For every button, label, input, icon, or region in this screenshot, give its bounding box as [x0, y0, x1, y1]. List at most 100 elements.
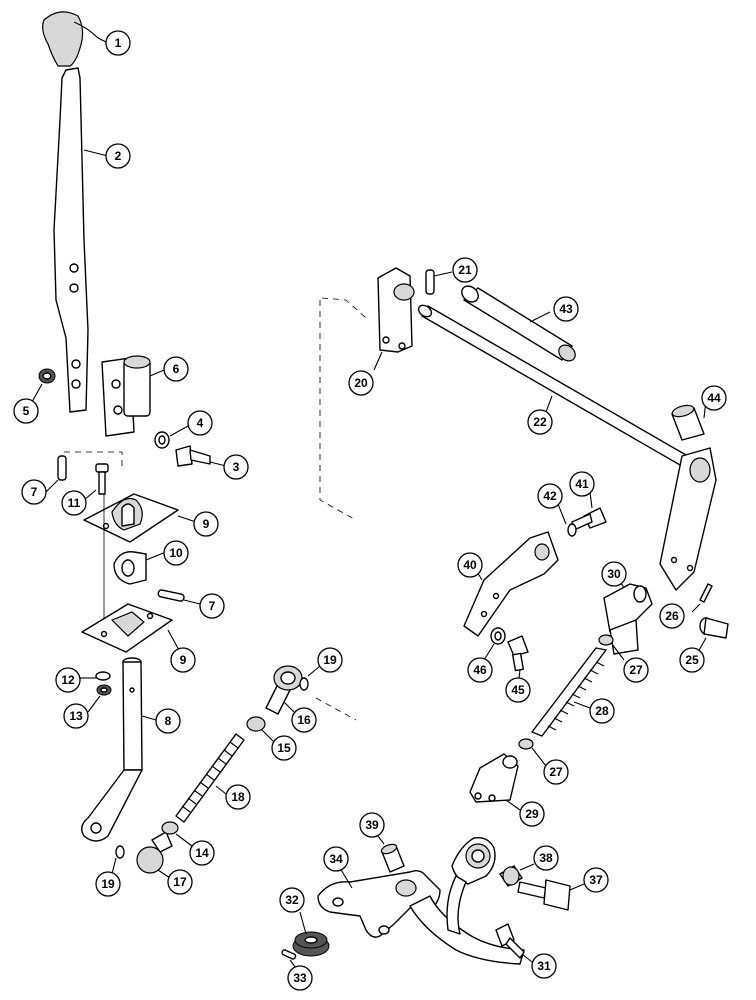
part-38-bush	[499, 863, 535, 887]
svg-text:9: 9	[203, 517, 210, 531]
svg-text:17: 17	[173, 875, 187, 889]
svg-text:39: 39	[365, 818, 379, 832]
svg-text:7: 7	[31, 485, 38, 499]
svg-text:15: 15	[277, 741, 291, 755]
callout-1: 1	[105, 30, 131, 56]
callout-17: 17	[167, 869, 193, 895]
part-34-bell-crank	[317, 837, 525, 965]
svg-text:45: 45	[511, 683, 525, 697]
part-28-threaded-rod	[531, 647, 607, 737]
part-37-bolt	[517, 879, 585, 911]
svg-text:2: 2	[115, 149, 122, 163]
svg-text:21: 21	[458, 263, 472, 277]
part-26-split-pin	[691, 583, 713, 613]
svg-text:43: 43	[559, 302, 573, 316]
callout-15: 15	[271, 735, 297, 761]
callout-20: 20	[348, 370, 374, 396]
part-3-bolt	[175, 445, 227, 467]
svg-text:19: 19	[323, 653, 337, 667]
callout-18: 18	[225, 784, 251, 810]
part-19-circlip-right	[299, 665, 321, 691]
part-33-pin	[281, 949, 297, 969]
callout-5: 5	[13, 398, 39, 424]
callout-16: 16	[291, 707, 317, 733]
part-13-nut	[87, 684, 112, 713]
callout-9a: 9	[193, 511, 219, 537]
callout-42: 42	[537, 483, 563, 509]
callout-43: 43	[553, 296, 579, 322]
svg-text:6: 6	[173, 362, 180, 376]
part-5-bush	[31, 368, 56, 403]
callout-26: 26	[659, 603, 685, 629]
part-16-rod-end	[265, 665, 303, 715]
svg-text:9: 9	[180, 653, 187, 667]
callout-14: 14	[189, 840, 215, 866]
part-19-circlip-left	[111, 845, 125, 875]
callout-19a: 19	[95, 871, 121, 897]
callout-29: 29	[519, 801, 545, 827]
svg-text:46: 46	[473, 663, 487, 677]
svg-text:40: 40	[463, 558, 477, 572]
callout-39: 39	[359, 812, 385, 838]
callout-11: 11	[61, 490, 87, 516]
part-15-nut	[246, 716, 275, 743]
part-7-pin-lower	[157, 589, 201, 605]
svg-text:33: 33	[293, 971, 307, 985]
part-43-sleeve-tube	[461, 285, 576, 362]
part-25-clevis-pin	[697, 617, 729, 653]
part-40-bracket	[463, 531, 559, 637]
part-6-pivot-bracket	[101, 355, 165, 437]
callout-3: 3	[223, 454, 249, 480]
callout-37: 37	[583, 867, 609, 893]
callout-4: 4	[187, 410, 213, 436]
callout-40: 40	[457, 552, 483, 578]
part-2-lever	[53, 67, 109, 413]
callout-19b: 19	[317, 647, 343, 673]
part-41-bolt	[571, 491, 607, 531]
callout-32: 32	[279, 887, 305, 913]
part-44-bush	[671, 399, 707, 441]
svg-text:25: 25	[685, 653, 699, 667]
svg-text:16: 16	[297, 713, 311, 727]
part-9-gate-plate-lower	[81, 603, 181, 653]
part-8-selector-shaft	[81, 657, 157, 842]
callout-34: 34	[323, 846, 349, 872]
part-18-threaded-rod	[175, 733, 245, 823]
svg-text:27: 27	[629, 663, 643, 677]
callout-13: 13	[63, 703, 89, 729]
callout-6: 6	[163, 356, 189, 382]
part-10-block	[113, 551, 167, 585]
callout-12: 12	[55, 667, 81, 693]
svg-text:12: 12	[61, 673, 75, 687]
svg-text:32: 32	[285, 893, 299, 907]
svg-text:10: 10	[169, 546, 183, 560]
svg-text:1: 1	[115, 36, 122, 50]
part-11-bolt	[83, 463, 109, 501]
callout-41: 41	[569, 471, 595, 497]
callout-27b: 27	[543, 759, 569, 785]
part-39-bush	[377, 835, 405, 873]
callout-8: 8	[155, 708, 181, 734]
part-42-washer	[557, 503, 577, 537]
part-32-grommet	[292, 911, 330, 957]
part-31-bolt	[495, 923, 533, 963]
svg-text:28: 28	[595, 704, 609, 718]
callout-10: 10	[163, 540, 189, 566]
callout-21: 21	[452, 257, 478, 283]
callout-30: 30	[601, 561, 627, 587]
svg-text:4: 4	[197, 416, 204, 430]
svg-text:14: 14	[195, 846, 209, 860]
svg-text:7: 7	[209, 599, 216, 613]
part-shift-arm	[659, 447, 717, 591]
svg-text:31: 31	[537, 959, 551, 973]
part-22-cross-shaft	[417, 304, 713, 481]
part-20-bracket	[373, 267, 415, 371]
part-1-knob	[42, 11, 107, 67]
callout-31: 31	[531, 953, 557, 979]
svg-text:18: 18	[231, 790, 245, 804]
part-14-nut	[161, 821, 193, 847]
callout-46: 46	[467, 657, 493, 683]
part-21-pin	[425, 269, 453, 295]
